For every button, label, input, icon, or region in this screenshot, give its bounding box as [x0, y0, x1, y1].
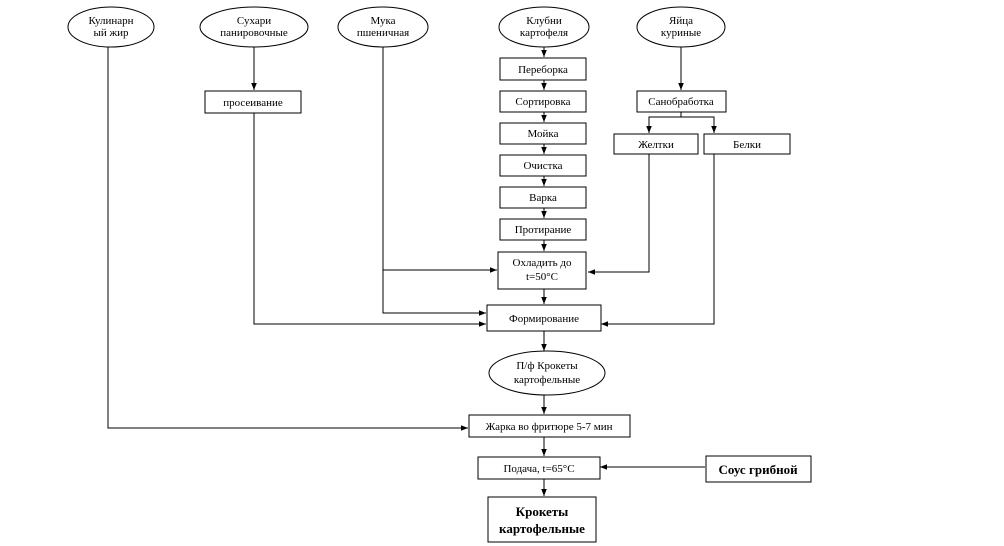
node-semi-line1: П/ф Крокеты	[516, 360, 578, 372]
node-final-line1: Крокеты	[516, 504, 569, 519]
node-crumbs-line1: Сухари	[237, 15, 271, 27]
node-potato: Клубни картофеля	[498, 6, 590, 48]
node-potato-line2: картофеля	[520, 27, 568, 39]
node-whites-label: Белки	[733, 139, 761, 151]
node-eggs-line2: куриные	[661, 27, 701, 39]
node-yolks: Желтки	[613, 133, 699, 155]
node-eggs-line1: Яйца	[669, 15, 693, 27]
node-form: Формирование	[486, 304, 602, 332]
node-cool: Охладить до t=50°C	[497, 251, 587, 290]
node-semi-line2: картофельные	[514, 374, 580, 386]
node-serve-label: Подача, t=65°C	[503, 463, 574, 475]
node-sauce: Соус грибной	[705, 455, 812, 483]
node-mash: Протирание	[499, 218, 587, 241]
node-fry: Жарка во фритюре 5-7 мин	[468, 414, 631, 438]
edge-yolks-cool	[588, 154, 650, 275]
node-peel-label: Очистка	[523, 160, 562, 172]
node-peel: Очистка	[499, 154, 587, 177]
node-sort1-label: Переборка	[518, 64, 568, 76]
node-crumbs-line2: панировочные	[220, 27, 288, 39]
node-cool-line2: t=50°C	[526, 271, 558, 283]
node-fat-line2: ый жир	[93, 27, 129, 39]
node-sort2: Сортировка	[499, 90, 587, 113]
node-whites: Белки	[703, 133, 791, 155]
edge-flour-form	[382, 270, 486, 316]
node-potato-line1: Клубни	[526, 15, 562, 27]
node-sanitize-label: Санобработка	[648, 96, 714, 108]
edge-sanitize-split	[646, 112, 682, 133]
node-boil-label: Варка	[529, 192, 557, 204]
node-wash-label: Мойка	[528, 128, 559, 140]
node-form-label: Формирование	[509, 313, 579, 325]
node-semi: П/ф Крокеты картофельные	[488, 350, 606, 396]
edge-sanitize-whites	[681, 116, 717, 133]
edge-whites-form	[601, 154, 715, 327]
node-eggs: Яйца куриные	[636, 6, 726, 48]
node-sift: просеивание	[204, 90, 302, 114]
node-sanitize: Санобработка	[636, 90, 727, 113]
node-sort1: Переборка	[499, 57, 587, 81]
connectors	[107, 47, 717, 496]
node-cool-line1: Охладить до	[513, 257, 572, 269]
node-sauce-label: Соус грибной	[718, 462, 798, 477]
node-flour-line1: Мука	[370, 15, 395, 27]
node-final: Крокеты картофельные	[487, 496, 597, 543]
node-fry-label: Жарка во фритюре 5-7 мин	[486, 421, 613, 433]
node-crumbs: Сухари панировочные	[199, 6, 309, 48]
node-yolks-label: Желтки	[638, 139, 674, 151]
node-sift-label: просеивание	[223, 97, 283, 109]
node-final-line2: картофельные	[499, 521, 585, 536]
node-mash-label: Протирание	[515, 224, 572, 236]
node-boil: Варка	[499, 186, 587, 209]
node-flour-line2: пшеничная	[357, 27, 409, 39]
edge-fat-fry	[107, 47, 468, 431]
node-flour: Мука пшеничная	[337, 6, 429, 48]
edge-sift-form	[253, 113, 486, 327]
edge-flour-cool	[382, 47, 497, 273]
node-wash: Мойка	[499, 122, 587, 145]
node-fat: Кулинарн ый жир	[67, 6, 155, 48]
node-sort2-label: Сортировка	[515, 96, 570, 108]
node-fat-line1: Кулинарн	[88, 15, 133, 27]
node-serve: Подача, t=65°C	[477, 456, 601, 480]
